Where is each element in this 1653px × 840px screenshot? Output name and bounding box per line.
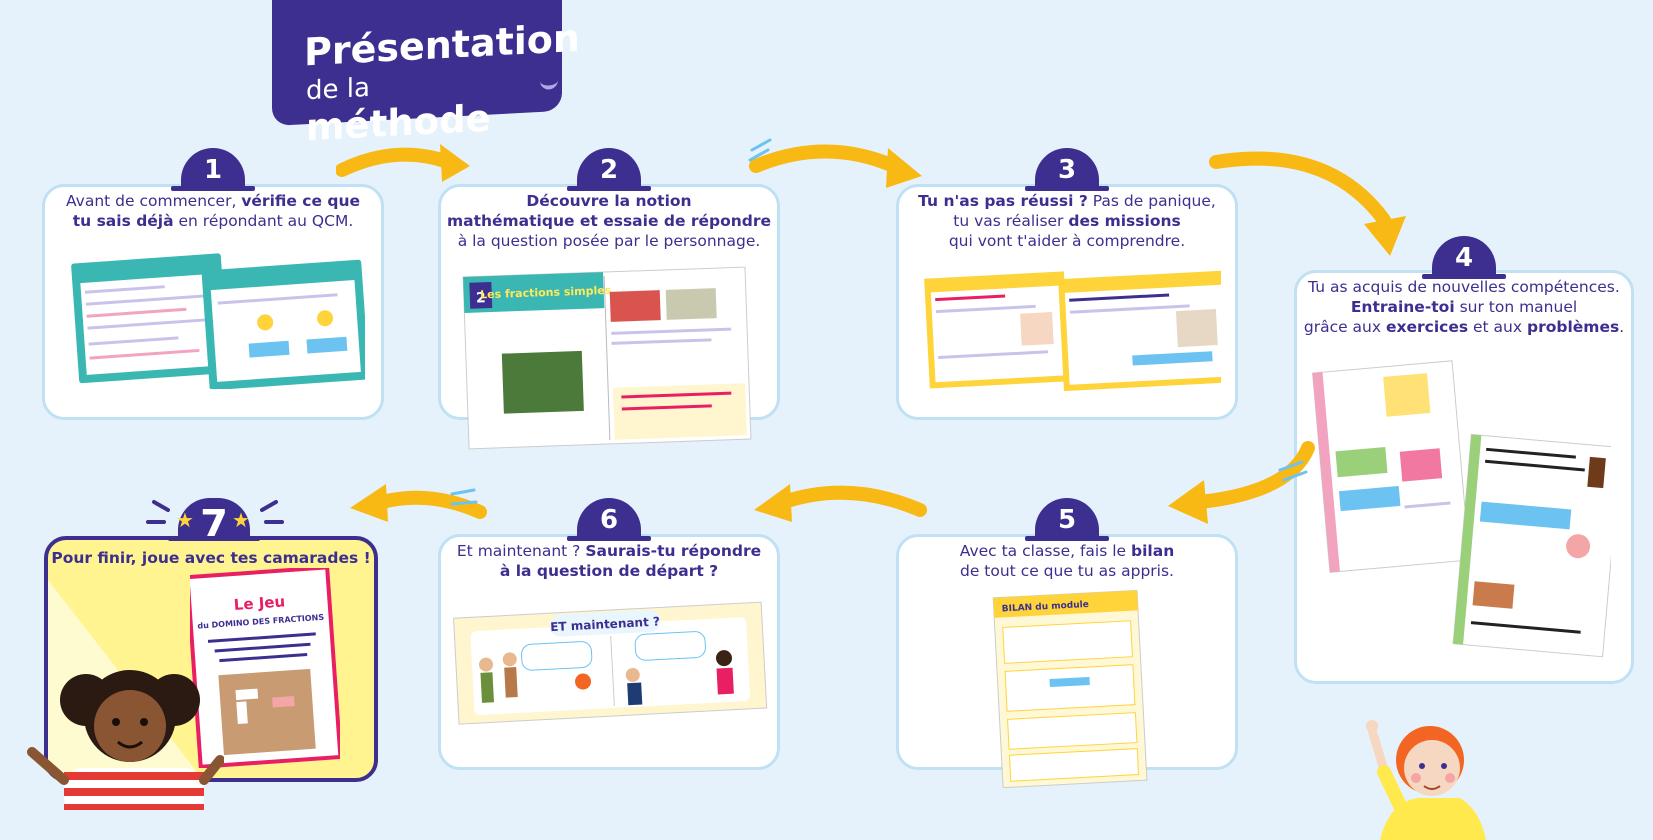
step-text: Avant de commencer, vérifie ce que tu sai…: [45, 191, 381, 231]
step-text-line: Tu n'as pas réussi ? Pas de panique,: [918, 192, 1216, 210]
step-4-badge: 4: [1422, 236, 1506, 279]
step-text-line: Avec ta classe, fais le bilan: [959, 542, 1175, 560]
bilan-preview-image: BILAN du module: [992, 589, 1148, 788]
step-text-line: qui vont t'aider à comprendre.: [948, 232, 1186, 250]
qcm-preview-image: [71, 253, 365, 389]
step-text-line: grâce aux exercices et aux problèmes.: [1303, 318, 1625, 336]
step-text-line: Tu as acquis de nouvelles compétences.: [1308, 278, 1620, 296]
step-text: Avec ta classe, fais le bilan de tout ce …: [899, 541, 1235, 581]
step-5-badge: 5: [1025, 498, 1109, 541]
step-1-badge: 1: [171, 148, 255, 191]
preview-title: Les fractions simples: [480, 284, 612, 302]
step-3-badge: 3: [1025, 148, 1109, 191]
step-text-line: à la question posée par le personnage.: [457, 232, 761, 250]
step-text-line: Pour finir, joue avec tes camarades !: [51, 549, 371, 567]
notion-preview-image: 2 Les fractions simples: [462, 266, 752, 450]
bilan-preview-title: BILAN du module: [1002, 600, 1090, 615]
step-text-line: Avant de commencer, vérifie ce que: [65, 192, 361, 210]
arrow-1-to-2: [336, 144, 470, 182]
title-banner: Présentation de la méthode: [272, 0, 580, 149]
girl-character-illustration: [27, 670, 224, 810]
step-6-badge: 6: [567, 498, 651, 541]
step-text: Et maintenant ? Saurais-tu répondre à la …: [441, 541, 777, 581]
step-text-line: Entraine-toi sur ton manuel: [1350, 298, 1578, 316]
arrow-6-to-7: [350, 484, 487, 522]
step-text-line: à la question de départ ?: [499, 562, 719, 580]
arrow-5-to-6: [754, 484, 927, 522]
step-text-line: de tout ce que tu as appris.: [960, 562, 1174, 580]
domino-game-preview-image: Le Jeu du DOMINO DES FRACTIONS: [190, 568, 340, 768]
step-text-line: Et maintenant ? Saurais-tu répondre: [456, 542, 762, 560]
step-text: Tu as acquis de nouvelles compétences. En…: [1297, 277, 1631, 337]
step-text: Tu n'as pas réussi ? Pas de panique, tu v…: [899, 191, 1235, 251]
question-preview-title: ET maintenant ?: [550, 614, 660, 634]
step-text: Découvre la notion mathématique et essaie…: [441, 191, 777, 251]
step-text-line: tu sais déjà en répondant au QCM.: [72, 212, 354, 230]
step-1-card: Avant de commencer, vérifie ce que tu sai…: [42, 184, 384, 420]
arrow-4-to-5: [1168, 441, 1315, 524]
missions-preview-image: [924, 270, 1221, 392]
preview-module-number: 2: [476, 290, 486, 306]
step-7-badge: 7: [168, 498, 260, 548]
game-title-1: Le Jeu: [233, 592, 286, 614]
arrow-2-to-3: [748, 138, 922, 188]
step-3-card: Tu n'as pas réussi ? Pas de panique, tu v…: [896, 184, 1238, 420]
step-text-line: tu vas réaliser des missions: [953, 212, 1181, 230]
step-text-line: mathématique et essaie de répondre: [446, 212, 772, 230]
exercices-preview-image: [1311, 360, 1611, 658]
step-text-line: Découvre la notion: [526, 192, 692, 210]
step-text: Pour finir, joue avec tes camarades !: [48, 548, 374, 568]
step-4-card: Tu as acquis de nouvelles compétences. En…: [1294, 270, 1634, 684]
star-icon: ★: [232, 508, 250, 532]
step-2-badge: 2: [567, 148, 651, 191]
star-icon: ★: [176, 508, 194, 532]
arrow-3-to-4: [1209, 151, 1406, 256]
question-preview-image: ET maintenant ?: [453, 601, 768, 725]
sparkle-icon: [146, 500, 284, 524]
boy-character-illustration: [1366, 720, 1486, 840]
